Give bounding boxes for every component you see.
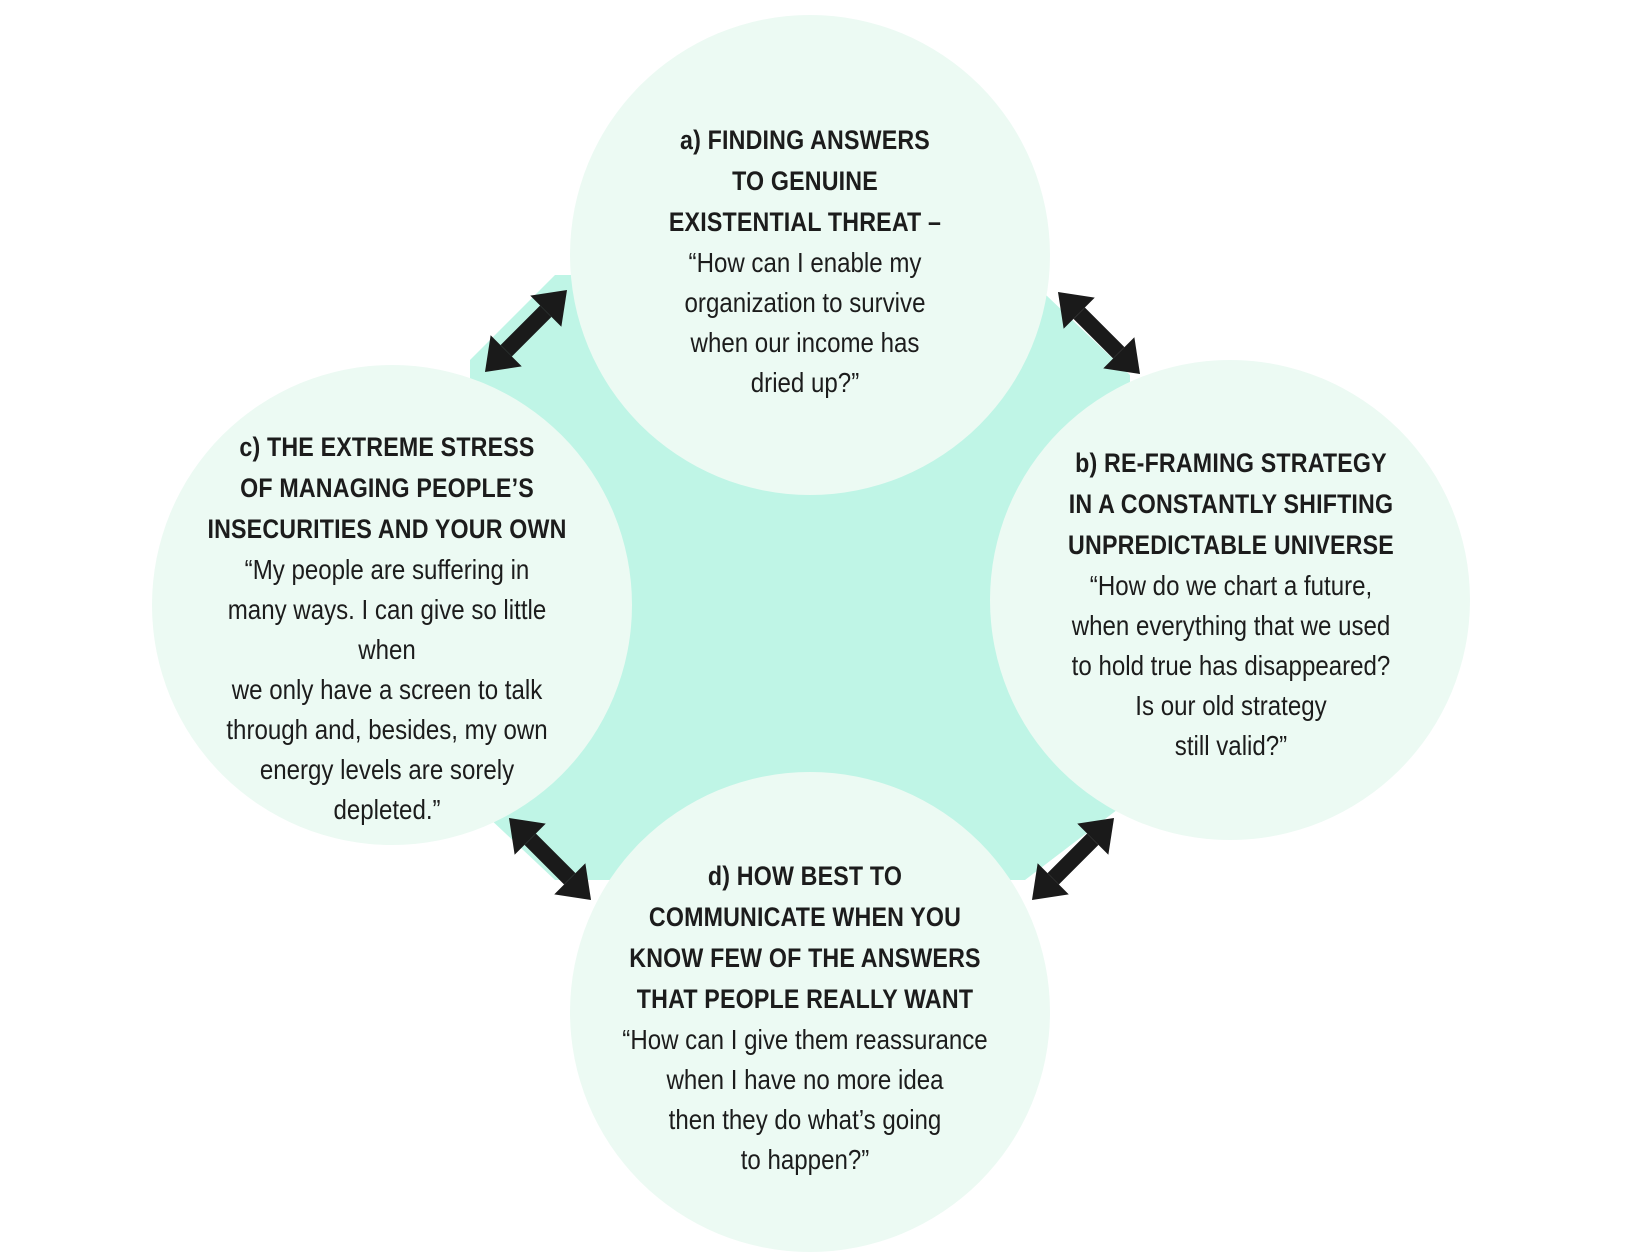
node-a: a) FINDING ANSWERS TO GENUINE EXISTENTIA… — [585, 120, 1025, 403]
arrow-b-d — [1031, 817, 1115, 901]
circle-node-d — [570, 772, 1050, 1252]
circle-node-a — [570, 15, 1050, 495]
arrow-c-d — [508, 817, 592, 901]
node-d-title: d) HOW BEST TO COMMUNICATE WHEN YOU KNOW… — [629, 861, 981, 1014]
arrow-a-c — [484, 289, 568, 373]
node-c: c) THE EXTREME STRESS OF MANAGING PEOPLE… — [167, 427, 607, 830]
circle-node-b — [990, 360, 1470, 840]
node-d: d) HOW BEST TO COMMUNICATE WHEN YOU KNOW… — [585, 856, 1025, 1180]
circle-node-c — [152, 365, 632, 845]
node-c-quote: “My people are suffering in many ways. I… — [226, 554, 548, 825]
node-a-quote: “How can I enable my organization to sur… — [684, 247, 926, 398]
arrow-a-b — [1057, 291, 1141, 375]
node-b-quote: “How do we chart a future, when everythi… — [1071, 570, 1391, 761]
node-b: b) RE-FRAMING STRATEGY IN A CONSTANTLY S… — [1011, 443, 1451, 766]
node-c-title: c) THE EXTREME STRESS OF MANAGING PEOPLE… — [207, 432, 567, 544]
node-d-quote: “How can I give them reassurance when I … — [622, 1024, 988, 1175]
node-b-title: b) RE-FRAMING STRATEGY IN A CONSTANTLY S… — [1068, 448, 1394, 560]
node-a-title: a) FINDING ANSWERS TO GENUINE EXISTENTIA… — [668, 125, 942, 237]
